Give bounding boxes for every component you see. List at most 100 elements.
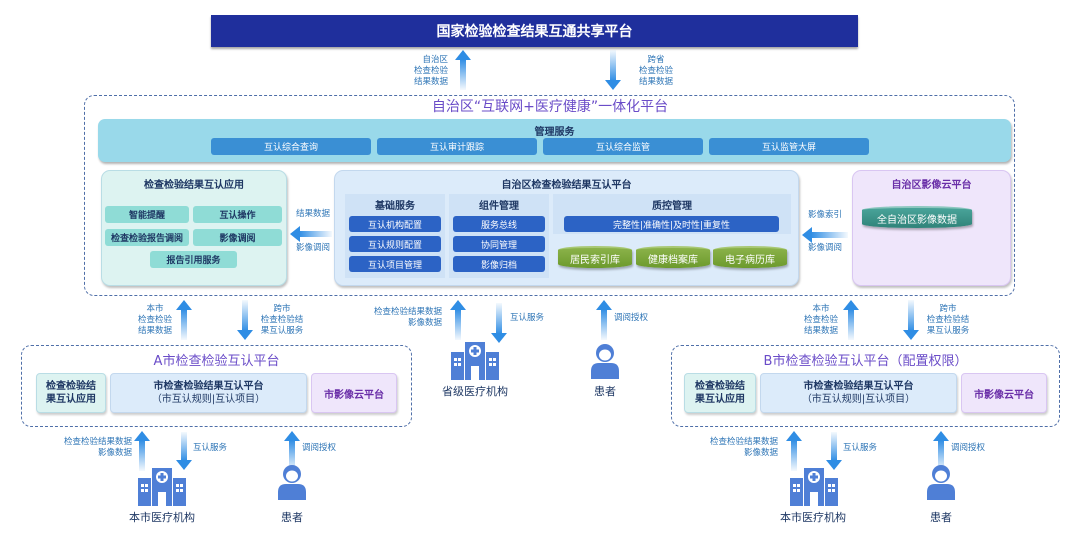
cityA-down-label: 跨市 检查检验结 果互认服务	[254, 304, 310, 337]
image-data-db: 全自治区影像数据	[862, 206, 972, 228]
cityA-platform[interactable]: 市检查检验结果互认平台 （市互认规则|互认项目）	[110, 373, 307, 413]
label-line: 检查检验	[638, 66, 673, 76]
up-arrow-icon	[843, 300, 859, 340]
component-item-image-archive[interactable]: 影像归档	[453, 256, 545, 272]
label-line: 果互认服务	[926, 326, 970, 336]
down-arrow-icon	[237, 300, 253, 340]
cityB-patient-flow-label: 调阅授权	[951, 443, 986, 453]
cityA-boundary	[21, 345, 412, 427]
label-line: 检查检验	[137, 315, 172, 325]
label-line: 检查检验结	[695, 381, 745, 392]
cityA-inst-up-label: 检查检验结果数据 影像数据	[50, 437, 132, 459]
image-cloud-panel	[852, 170, 1011, 286]
up-arrow-icon	[176, 300, 192, 340]
label-line: 检查检验	[413, 66, 448, 76]
label-line: 自治区	[422, 55, 448, 65]
label-line: 结果数据	[638, 77, 673, 87]
quality-item-metrics[interactable]: 完整性|准确性|及时性|重复性	[564, 216, 779, 232]
hospital-icon	[451, 342, 499, 380]
component-mgmt-title: 组件管理	[479, 201, 519, 212]
label-line: 检查检验结果数据	[709, 437, 778, 447]
label-line: 检查检验结	[926, 315, 970, 325]
app-flow-bottom-label: 影像调阅	[295, 243, 330, 253]
label-line: 影像数据	[743, 448, 778, 458]
label-line: 结果数据	[137, 326, 172, 336]
hospital-icon	[138, 468, 186, 506]
cityB-title: B市检查检验互认平台（配置权限）	[763, 354, 968, 369]
app-item-smart-reminder[interactable]: 智能提醒	[105, 206, 189, 223]
cityA-inst-down-label: 互认服务	[193, 443, 228, 453]
region-boundary	[84, 95, 1015, 296]
app-item-report-view[interactable]: 检查检验报告调阅	[105, 229, 189, 246]
image-flow-bottom-label: 影像调阅	[807, 243, 842, 253]
image-cloud-title: 自治区影像云平台	[891, 180, 972, 191]
label-line: 检查检验结	[46, 381, 96, 392]
label-line: 跨省	[647, 55, 665, 65]
cityA-image-cloud[interactable]: 市影像云平台	[311, 373, 397, 413]
patient-icon	[927, 465, 955, 500]
up-arrow-icon	[134, 431, 150, 471]
left-arrow-icon	[802, 227, 848, 243]
label-line: 本市	[812, 304, 830, 314]
province-institution-label: 省级医疗机构	[442, 385, 508, 398]
cityA-title: A市检查检验互认平台	[153, 354, 280, 369]
basic-item-institution-config[interactable]: 互认机构配置	[349, 216, 441, 232]
label-line: 果互认应用	[695, 394, 745, 405]
management-services-title: 管理服务	[534, 127, 575, 138]
down-arrow-icon	[176, 432, 192, 470]
national-up-label: 自治区 检查检验 结果数据	[398, 55, 448, 88]
component-item-collaboration[interactable]: 协同管理	[453, 236, 545, 252]
national-platform: 国家检验检查结果互通共享平台	[211, 15, 858, 47]
province-up-label: 检查检验结果数据 影像数据	[360, 307, 442, 329]
cityB-image-cloud[interactable]: 市影像云平台	[961, 373, 1047, 413]
app-flow-top-label: 结果数据	[295, 209, 330, 219]
left-arrow-icon	[290, 226, 332, 242]
province-patient-flow-label: 调阅授权	[614, 313, 649, 323]
label-line: 影像数据	[407, 318, 442, 328]
up-arrow-icon	[450, 300, 466, 340]
cityB-institution-label: 本市医疗机构	[780, 511, 846, 524]
mgmt-item-supervision[interactable]: 互认综合监管	[543, 138, 703, 155]
label-line: 检查检验结果数据	[373, 307, 442, 317]
app-panel-title: 检查检验结果互认应用	[144, 180, 244, 191]
up-arrow-icon	[596, 300, 612, 340]
label-line: 跨市	[273, 304, 291, 314]
basic-item-project-mgmt[interactable]: 互认项目管理	[349, 256, 441, 272]
central-platform-title: 自治区检查检验结果互认平台	[501, 180, 632, 191]
label-line: 检查检验结果数据	[63, 437, 132, 447]
cityA-app[interactable]: 检查检验结 果互认应用	[36, 373, 106, 413]
cityB-boundary	[671, 345, 1060, 427]
label-line: 检查检验结	[260, 315, 304, 325]
patient-icon	[591, 344, 619, 379]
province-patient-label: 患者	[594, 385, 616, 398]
health-record-db: 健康档案库	[636, 246, 710, 268]
mgmt-item-audit[interactable]: 互认审计跟踪	[377, 138, 537, 155]
app-item-image-view[interactable]: 影像调阅	[193, 229, 282, 246]
cityB-app[interactable]: 检查检验结 果互认应用	[684, 373, 756, 413]
basic-item-rule-config[interactable]: 互认规则配置	[349, 236, 441, 252]
mgmt-item-big-screen[interactable]: 互认监管大屏	[709, 138, 869, 155]
patient-icon	[278, 465, 306, 500]
up-arrow-icon	[455, 50, 471, 90]
app-item-report-reference[interactable]: 报告引用服务	[150, 251, 237, 268]
cityB-up-label: 本市 检查检验 结果数据	[796, 304, 846, 337]
label-line: 市检查检验结果互认平台	[153, 381, 264, 392]
down-arrow-icon	[903, 300, 919, 340]
component-item-service-bus[interactable]: 服务总线	[453, 216, 545, 232]
cityB-inst-up-label: 检查检验结果数据 影像数据	[696, 437, 778, 459]
cityB-patient-label: 患者	[930, 511, 952, 524]
down-arrow-icon	[826, 432, 842, 470]
app-item-mutual-operation[interactable]: 互认操作	[193, 206, 282, 223]
label-line: 跨市	[939, 304, 957, 314]
up-arrow-icon	[786, 431, 802, 471]
label-line: 结果数据	[803, 326, 838, 336]
label-line: 影像数据	[97, 448, 132, 458]
basic-services-title: 基础服务	[375, 201, 415, 212]
cityA-patient-flow-label: 调阅授权	[302, 443, 337, 453]
national-platform-title: 国家检验检查结果互通共享平台	[436, 24, 633, 40]
label-line: （市互认规则|互认项目）	[801, 394, 916, 405]
mgmt-item-query[interactable]: 互认综合查询	[211, 138, 371, 155]
cityB-inst-down-label: 互认服务	[843, 443, 878, 453]
cityB-platform[interactable]: 市检查检验结果互认平台 （市互认规则|互认项目）	[760, 373, 957, 413]
label-line: 本市	[146, 304, 164, 314]
